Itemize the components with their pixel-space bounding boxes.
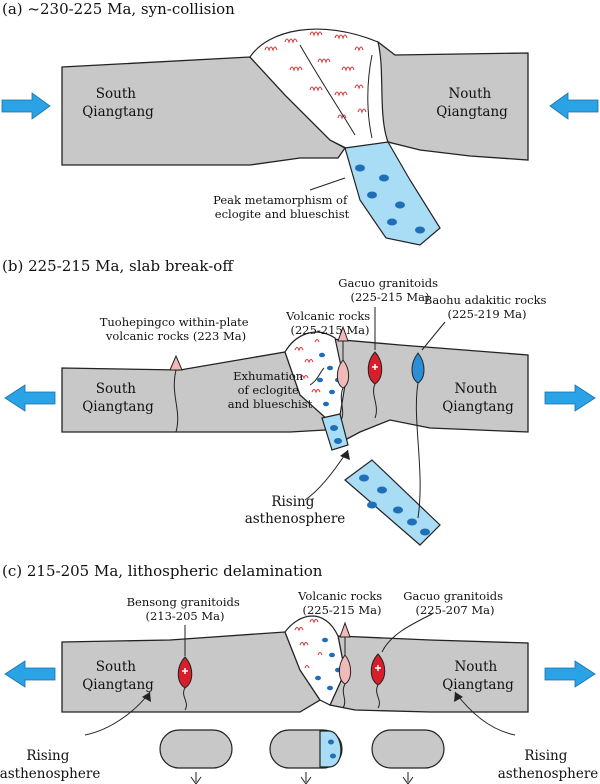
plus-icon (372, 364, 378, 370)
panel-c-north-label: Nouth Qiangtang (442, 659, 514, 693)
panel-c-volcanic-conduit (342, 637, 346, 709)
panel-c: (c) 215-205 Ma, lithospheric delaminatio… (0, 562, 598, 784)
panel-a-title: (a) ~230-225 Ma, syn-collision (2, 0, 235, 18)
panel-c-delaminated-block-left (159, 729, 233, 769)
panel-c-gacuo-leader (381, 613, 433, 653)
panel-b-rising-label: Rising asthenosphere (245, 494, 346, 527)
arrow-up-icon (340, 450, 350, 460)
panel-b-tuohepingco-label: Tuohepingco within-plate volcanic rocks … (100, 315, 253, 343)
panel-c-rising-left-label: Rising asthenosphere (0, 748, 100, 782)
arrow-right-icon (1, 92, 51, 120)
panel-b-gacuo-conduit (373, 383, 377, 419)
panel-c-volcanic-label: Volcanic rocks (225-215 Ma) (297, 589, 386, 617)
panel-a-slab (344, 141, 441, 246)
panel-b-gacuo-label: Gacuo granitoids (225-215 Ma) (338, 276, 441, 304)
panel-c-title: (c) 215-205 Ma, lithospheric delaminatio… (2, 562, 323, 580)
panel-b-south-label: South Qiangtang (82, 381, 154, 415)
panel-b-exhumation-leader (309, 367, 325, 386)
panel-a-north-label: Nouth Qiangtang (436, 86, 508, 120)
plus-icon (182, 668, 188, 674)
panel-a-fold-marks (264, 31, 367, 120)
panel-b-title: (b) 225-215 Ma, slab break-off (2, 257, 234, 275)
panel-b-exhumation-label: Exhumation of eclogite and blueschist (228, 369, 313, 411)
arrow-down-icon (190, 772, 202, 784)
panel-c-wedge (284, 615, 346, 706)
panel-c-bensong-label: Bensong granitoids (213-205 Ma) (127, 595, 244, 623)
panel-b-tuohepingco-volcano (169, 354, 183, 371)
panel-a-leader-line (309, 177, 346, 191)
panel-b-wedge-marks (294, 338, 341, 407)
panel-a-shear-line (299, 44, 356, 136)
panel-b-baohu-conduit (415, 382, 421, 519)
panel-a-shear-line (367, 54, 373, 139)
panel-c-bensong-conduit (183, 687, 187, 711)
arrow-left-icon (4, 660, 56, 688)
panel-c-slab-remnant (319, 730, 342, 768)
arrow-left-icon (549, 92, 599, 120)
arrow-right-icon (544, 660, 596, 688)
arrow-up-icon (454, 692, 463, 702)
panel-b-baohu-leader (421, 321, 446, 351)
panel-b-volcanic-label: Volcanic rocks (225-215 Ma) (285, 309, 374, 337)
panel-a-annotation: Peak metamorphism of eclogite and bluesc… (213, 193, 351, 221)
panel-c-south-label: South Qiangtang (82, 659, 154, 693)
panel-c-volcano (339, 621, 351, 638)
panel-a-slab-dots (355, 164, 425, 234)
panel-c-wedge-marks (294, 618, 341, 691)
panel-c-gacuo-conduit (376, 684, 380, 709)
arrow-left-icon (4, 384, 56, 412)
panel-a-south-label: South Qiangtang (82, 86, 154, 120)
panel-b-rising-arrow (304, 449, 349, 501)
plus-icon (375, 665, 381, 671)
panel-b-slab-dots (359, 474, 430, 536)
panel-c-gacuo-label: Gacuo granitoids (225-207 Ma) (403, 589, 506, 617)
panel-b-volcanic-conduit (340, 341, 344, 421)
panel-c-rising-right-label: Rising asthenosphere (498, 748, 599, 782)
panel-a-wedge (249, 28, 389, 151)
arrow-down-icon (300, 772, 312, 784)
arrow-down-icon (402, 772, 414, 784)
arrow-up-icon (142, 692, 151, 702)
panel-b: (b) 225-215 Ma, slab break-off (2, 257, 596, 546)
panel-b-baohu-label: Baohu adakitic rocks (225-219 Ma) (424, 293, 550, 321)
arrow-right-icon (544, 384, 596, 412)
panel-c-delaminated-block-right (371, 729, 445, 769)
panel-b-north-label: Nouth Qiangtang (442, 381, 514, 415)
panel-b-tuohepingco-conduit (173, 369, 179, 433)
panel-a: (a) ~230-225 Ma, syn-collision (1, 0, 599, 246)
